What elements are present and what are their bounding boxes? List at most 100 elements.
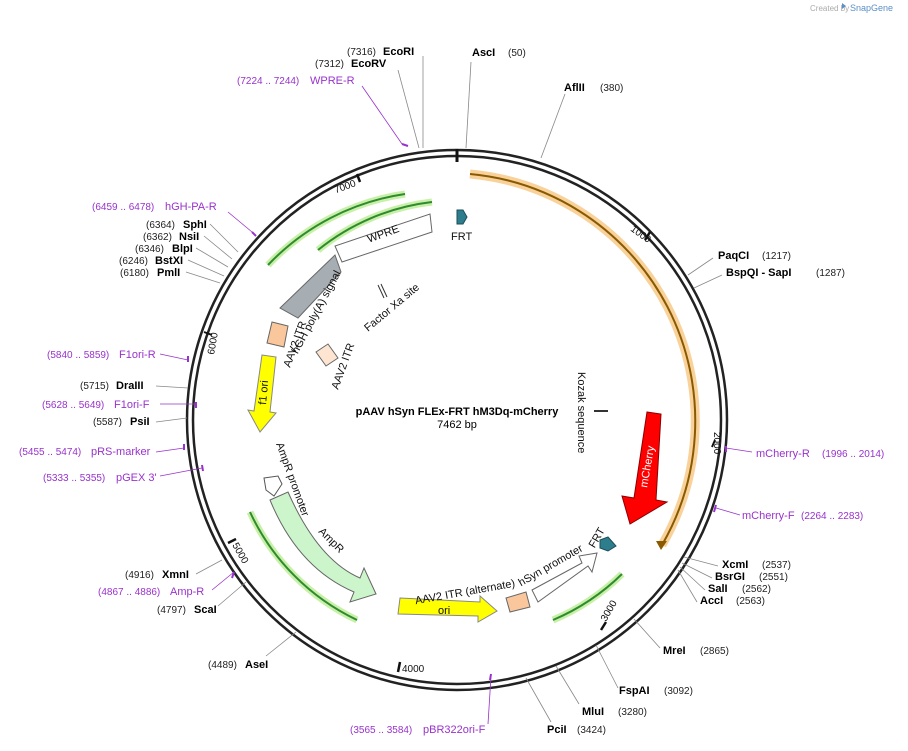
site-sphi-name: SphI xyxy=(183,219,207,231)
site-asei-name: AseI xyxy=(245,659,268,671)
feature-frt-top: FRT xyxy=(451,231,472,243)
tick-5000-mark xyxy=(227,537,237,545)
tick-1000: 1000 xyxy=(628,224,653,246)
site-asei-position: (4489) xyxy=(208,660,237,671)
site-ecorv-name: EcoRV xyxy=(351,58,387,70)
site-bsrgi-name: BsrGI xyxy=(715,571,745,583)
site-leader-lines xyxy=(155,56,723,723)
factor-xa-mark-1 xyxy=(377,284,385,299)
site-blpi-position: (6346) xyxy=(135,244,164,255)
site-aflii-position: (380) xyxy=(600,83,623,94)
primer-pgex3-range: (5333 .. 5355) xyxy=(43,473,105,484)
site-ecorv-position: (7312) xyxy=(315,59,344,70)
primer-f1ori-r-range: (5840 .. 5859) xyxy=(47,350,109,361)
ori-arrow xyxy=(397,594,498,623)
tick-6000-mark xyxy=(203,331,213,336)
green-arc-2 xyxy=(317,201,433,251)
green-arc-3 xyxy=(249,511,358,621)
site-aflii-name: AflII xyxy=(564,82,585,94)
feature-kozak: Kozak sequence xyxy=(575,372,587,453)
site-pcii-name: PciI xyxy=(547,724,567,736)
site-blpi-name: BlpI xyxy=(172,243,193,255)
primer-amp-r-name: Amp-R xyxy=(170,586,204,598)
primer-leader-lines xyxy=(155,85,753,725)
plasmid-length: 7462 bp xyxy=(437,419,477,431)
site-ecori-position: (7316) xyxy=(347,47,376,58)
green-arc-4 xyxy=(552,573,623,621)
site-bstxi-position: (6246) xyxy=(119,256,148,267)
site-scai-position: (4797) xyxy=(157,605,186,616)
site-psii-position: (5587) xyxy=(93,417,122,428)
snapgene-logo-icon xyxy=(842,3,846,9)
site-pmli-name: PmlI xyxy=(157,267,180,279)
site-bstxi-name: BstXI xyxy=(155,255,183,267)
primer-f1ori-f-name: F1ori-F xyxy=(114,399,150,411)
feature-ori: ori xyxy=(438,605,450,617)
mcherry-arrow xyxy=(621,411,669,525)
feature-aav2-itr-2: AAV2 ITR xyxy=(330,342,358,391)
site-bsrgi-position: (2551) xyxy=(759,572,788,583)
site-mrei-position: (2865) xyxy=(700,646,729,657)
orange-insert-arc xyxy=(469,173,697,546)
site-acci-name: AccI xyxy=(700,595,723,607)
site-nsii-name: NsiI xyxy=(179,231,199,243)
site-fspai-name: FspAI xyxy=(619,685,650,697)
frt-bottom-arrow xyxy=(599,536,617,552)
site-asci-name: AscI xyxy=(472,47,495,59)
tick-3000: 3000 xyxy=(599,598,620,623)
feature-factor-xa: Factor Xa site xyxy=(362,281,422,334)
hgh-polya-block xyxy=(279,254,342,319)
primer-f1ori-f-range: (5628 .. 5649) xyxy=(42,400,104,411)
site-fspai-position: (3092) xyxy=(664,686,693,697)
site-acci-position: (2563) xyxy=(736,596,765,607)
site-mlui-position: (3280) xyxy=(618,707,647,718)
site-draiii-position: (5715) xyxy=(80,381,109,392)
tick-7000-mark xyxy=(355,173,362,183)
primer-f1ori-r-name: F1ori-R xyxy=(119,349,156,361)
tick-4000: 4000 xyxy=(402,664,425,675)
primer-mcherry-r-name: mCherry-R xyxy=(756,448,810,460)
factor-xa-mark-2 xyxy=(380,283,388,298)
site-mrei-name: MreI xyxy=(663,645,686,657)
site-asci-position: (50) xyxy=(508,48,526,59)
tick-2000-mark xyxy=(711,439,716,448)
site-pmli-position: (6180) xyxy=(120,268,149,279)
credit-text: Created by xyxy=(810,4,849,13)
site-scai-name: ScaI xyxy=(194,604,217,616)
tick-6000: 6000 xyxy=(206,331,221,355)
primer-pgex3-name: pGEX 3' xyxy=(116,472,157,484)
f1-ori-arrow xyxy=(247,354,277,433)
primer-prs-marker-name: pRS-marker xyxy=(91,446,151,458)
ampr-promoter-arrow xyxy=(263,475,283,497)
ampr-arrow xyxy=(269,491,377,603)
aav2-itr-left-block xyxy=(266,321,289,348)
tick-3000-mark xyxy=(599,621,608,631)
primer-amp-r-range: (4867 .. 4886) xyxy=(98,587,160,598)
wpre-block xyxy=(334,213,433,263)
aav2-itr-right-block xyxy=(315,343,339,367)
tick-5000: 5000 xyxy=(229,541,250,566)
orange-insert-arrowhead xyxy=(656,541,667,550)
site-bspqi-sapi-name: BspQI - SapI xyxy=(726,267,791,279)
tick-2000: 2000 xyxy=(711,432,722,455)
aav2-itr-alternate-block xyxy=(505,591,531,613)
tick-1000-mark xyxy=(643,231,652,241)
primer-hgh-pa-r-range: (6459 .. 6478) xyxy=(92,202,154,213)
feature-f1-ori: f1 ori xyxy=(257,380,271,405)
orange-insert-arc-halo xyxy=(469,169,700,548)
site-ecori-name: EcoRI xyxy=(383,46,414,58)
tick-7000: 7000 xyxy=(333,178,358,196)
green-arc-1 xyxy=(267,193,406,266)
site-paqci-position: (1217) xyxy=(762,251,791,262)
site-xcmi-name: XcmI xyxy=(722,559,748,571)
primer-pbr322ori-f-name: pBR322ori-F xyxy=(423,724,486,736)
primer-mcherry-f-range: (2264 .. 2283) xyxy=(801,511,863,522)
primer-binding-marks xyxy=(183,143,727,681)
frt-top-arrow xyxy=(456,209,468,225)
primer-prs-marker-range: (5455 .. 5474) xyxy=(19,447,81,458)
site-paqci-name: PaqCI xyxy=(718,250,749,262)
primer-wpre-r-name: WPRE-R xyxy=(310,75,355,87)
site-xmni-position: (4916) xyxy=(125,570,154,581)
primer-mcherry-r-range: (1996 .. 2014) xyxy=(822,449,884,460)
